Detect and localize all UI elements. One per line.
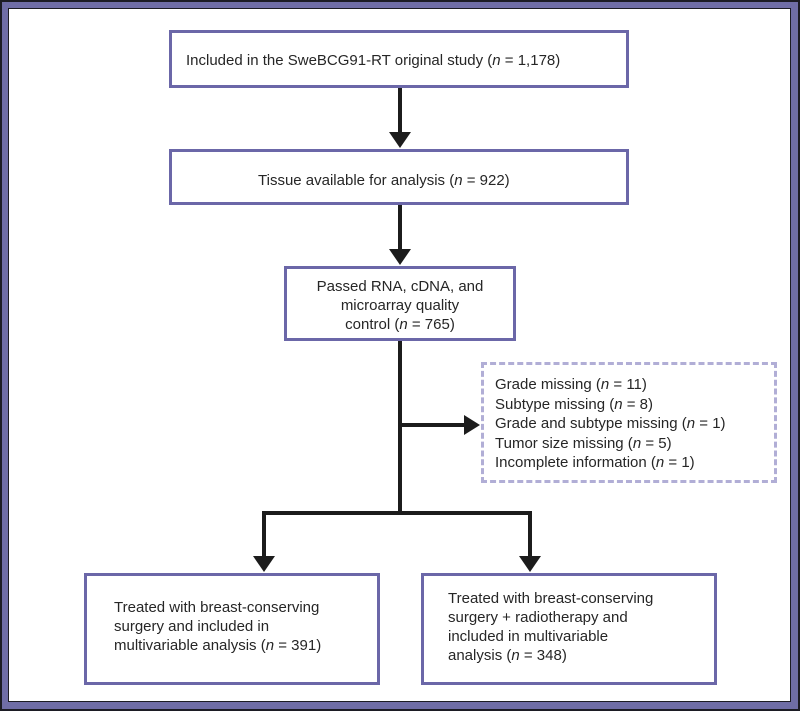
included-n: n (492, 52, 501, 69)
exclusion-item: Subtype missing (n = 8) (495, 395, 774, 415)
arrowhead-tissue (389, 132, 411, 148)
tissue-prefix: Tissue available for analysis ( (258, 172, 455, 189)
arrowhead-passed (389, 249, 411, 265)
radiotherapy-suffix: = 348) (519, 647, 567, 664)
box-tissue: Tissue available for analysis (n = 922) (169, 149, 629, 205)
radiotherapy-line-2: surgery + radiotherapy and (448, 609, 628, 626)
exclusion-prefix: Grade and subtype missing ( (495, 415, 687, 432)
included-suffix: = 1,178) (500, 52, 561, 69)
exclusion-n: n (614, 395, 623, 413)
surgery-line-3: multivariable analysis (n = 391) (114, 636, 377, 655)
passed-line-1: Passed RNA, cDNA, and (316, 278, 484, 295)
passed-line-2: microarray quality (340, 297, 460, 314)
exclusion-suffix: = 1) (664, 454, 695, 471)
exclusion-item: Grade and subtype missing (n = 1) (495, 414, 774, 434)
exclusion-suffix: = 11) (609, 376, 647, 393)
box-surgery: Treated with breast-conserving surgery a… (84, 573, 380, 685)
tissue-suffix: = 922) (462, 172, 510, 189)
tissue-text: Tissue available for analysis (n = 922) (258, 171, 626, 190)
included-prefix: Included in the SweBCG91-RT original stu… (186, 52, 493, 69)
exclusion-prefix: Tumor size missing ( (495, 434, 633, 452)
passed-line-3: control (n = 765) (287, 315, 513, 334)
surgery-n: n (265, 637, 275, 654)
surgery-suffix: = 391) (274, 637, 322, 654)
radiotherapy-line-1: Treated with breast-conserving (448, 590, 654, 607)
exclusion-suffix: = 1) (695, 415, 726, 432)
passed-n: n (399, 316, 408, 333)
included-text: Included in the SweBCG91-RT original stu… (186, 51, 626, 70)
box-passed: Passed RNA, cDNA, and microarray quality… (284, 266, 516, 341)
surgery-prefix: multivariable analysis ( (114, 637, 266, 654)
exclusion-n: n (632, 434, 642, 452)
exclusion-n: n (655, 454, 665, 471)
box-radiotherapy: Treated with breast-conserving surgery +… (421, 573, 717, 685)
exclusion-n: n (600, 376, 610, 393)
exclusion-suffix: = 5) (641, 434, 672, 452)
exclusion-suffix: = 8) (622, 395, 653, 413)
surgery-line-2: surgery and included in (114, 618, 270, 635)
arrowhead-exclusions (464, 415, 480, 435)
surgery-line-1: Treated with breast-conserving (114, 599, 320, 616)
passed-prefix: control ( (345, 316, 400, 333)
radiotherapy-n: n (511, 647, 520, 664)
exclusion-item: Tumor size missing (n = 5) (495, 434, 774, 454)
exclusion-n: n (686, 415, 696, 432)
exclusion-item: Incomplete information (n = 1) (495, 453, 774, 473)
exclusion-item: Grade missing (n = 11) (495, 375, 774, 395)
passed-suffix: = 765) (407, 316, 455, 333)
box-exclusions: Grade missing (n = 11) Subtype missing (… (481, 362, 777, 483)
exclusion-prefix: Subtype missing ( (495, 395, 615, 413)
radiotherapy-line-3: included in multivariable (448, 628, 609, 645)
box-included: Included in the SweBCG91-RT original stu… (169, 30, 629, 88)
radiotherapy-prefix: analysis ( (448, 647, 512, 664)
exclusion-prefix: Grade missing ( (495, 376, 601, 393)
exclusion-prefix: Incomplete information ( (495, 454, 656, 471)
arrowhead-radiotherapy (519, 556, 541, 572)
arrowhead-surgery (253, 556, 275, 572)
radiotherapy-line-4: analysis (n = 348) (448, 646, 714, 665)
tissue-n: n (454, 172, 463, 189)
